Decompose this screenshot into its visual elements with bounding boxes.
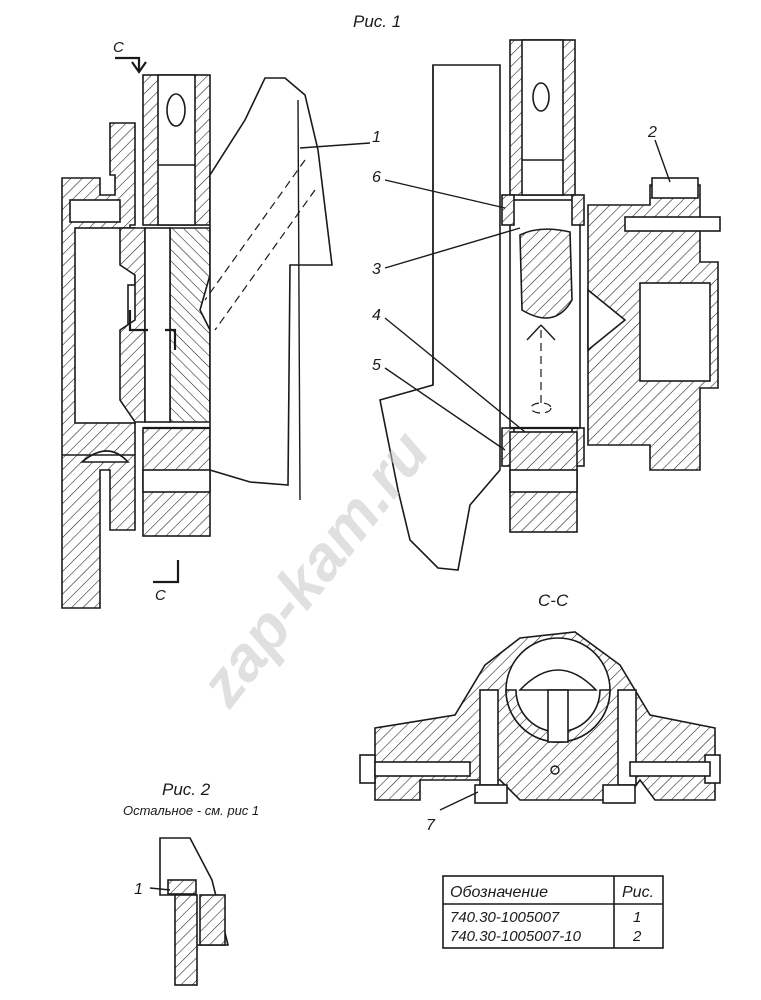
table-row-1-fig: 1 <box>633 909 641 926</box>
section-mark-bottom: C <box>155 587 166 604</box>
left-view-assembly: C C <box>61 39 333 609</box>
fig2-note: Остальное - см. рис 1 <box>123 803 259 818</box>
callout-7: 7 <box>426 817 436 834</box>
table-row-2-designation: 740.30-1005007-10 <box>450 928 582 945</box>
callout-1-fig2: 1 <box>134 881 143 898</box>
center-view-assembly <box>379 39 721 571</box>
callout-6: 6 <box>372 169 381 186</box>
callout-1: 1 <box>372 129 381 146</box>
callouts: 1 2 6 3 4 5 <box>299 124 671 451</box>
table-header-fig: Рис. <box>622 884 654 901</box>
section-view-title: С-С <box>538 591 569 610</box>
callout-5: 5 <box>372 357 381 374</box>
callout-4: 4 <box>372 307 381 324</box>
designation-table: Обозначение Рис. 740.30-1005007 1 740.30… <box>442 875 664 949</box>
table-header-designation: Обозначение <box>450 884 548 901</box>
section-cc-view: 7 <box>359 631 721 834</box>
fig1-title: Рис. 1 <box>353 12 401 31</box>
fig2-detail: 1 <box>134 837 230 986</box>
callout-3: 3 <box>372 261 381 278</box>
table-row-2-fig: 2 <box>632 928 642 945</box>
callout-2: 2 <box>647 124 657 141</box>
table-row-1-designation: 740.30-1005007 <box>450 909 560 926</box>
section-mark-top: C <box>113 39 124 56</box>
fig2-title: Рис. 2 <box>162 780 211 799</box>
